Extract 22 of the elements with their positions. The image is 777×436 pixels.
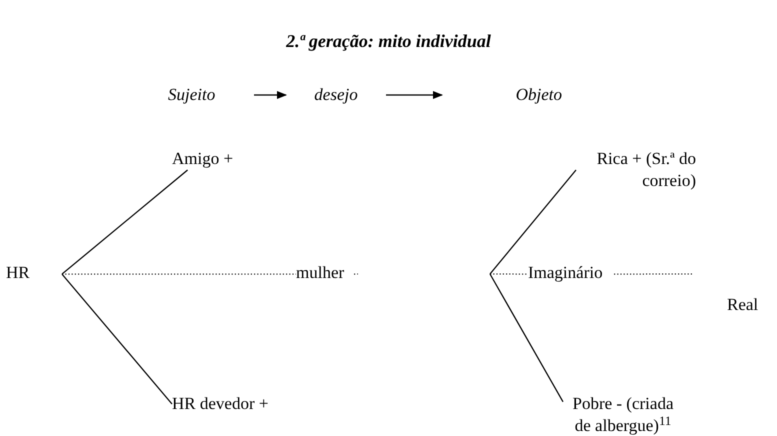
- tree-node-label: Rica + (Sr.ª do correio): [576, 148, 696, 192]
- tree-node-label: Amigo +: [172, 148, 250, 170]
- term-label: Sujeito: [168, 84, 254, 106]
- term-label: desejo: [286, 84, 386, 106]
- tree-node-label: mulher: [296, 262, 354, 284]
- branch-line: [489, 274, 564, 402]
- tree-node-label: Pobre - (criada de albergue)$^{11}$: [563, 393, 683, 436]
- tree-node-label: HR: [6, 262, 62, 284]
- dotted-line: [62, 274, 296, 275]
- dotted-line: [354, 274, 358, 275]
- side-label: Real: [727, 294, 758, 316]
- arrow: [386, 91, 443, 99]
- arrow: [254, 91, 287, 99]
- term-label: Objeto: [442, 84, 562, 106]
- tree-node-label: HR devedor +: [172, 393, 302, 415]
- branch-line: [62, 170, 188, 275]
- diagram-title: 2.ª geração: mito individual: [285, 30, 492, 53]
- branch-line: [490, 170, 576, 274]
- dotted-line: [614, 274, 694, 275]
- branch-line: [62, 274, 172, 404]
- dotted-line: [490, 274, 528, 275]
- tree-node-label: Imaginário: [528, 262, 614, 284]
